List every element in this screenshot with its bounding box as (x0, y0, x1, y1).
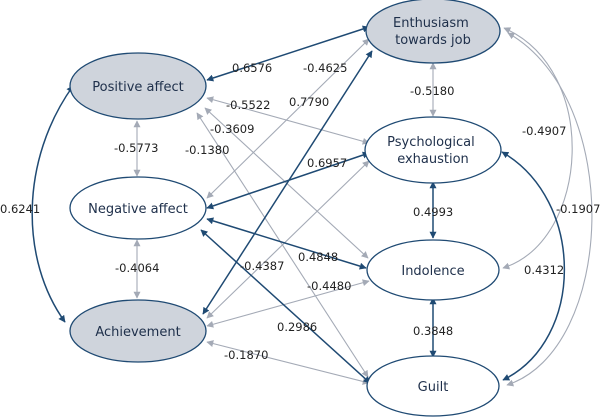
edge-label-pa-ach: 0.6241 (0, 202, 40, 216)
edge-label-exh-gui: 0.4312 (524, 263, 564, 277)
node-indolence-shape (366, 239, 500, 301)
edge-exh-gui (501, 151, 565, 381)
edge-label-pa-exh: -0.5522 (226, 98, 270, 112)
edge-pa-ach (31, 85, 74, 323)
node-positive-affect[interactable]: Positive affect (69, 52, 207, 120)
node-achievement-label: Achievement (95, 325, 180, 340)
node-enthusiasm-label-line1: Enthusiasm (393, 16, 469, 31)
edge-ent-ind (502, 27, 573, 270)
node-negative-affect[interactable]: Negative affect (69, 176, 207, 240)
svg-text:Enthusiasm towards job: Enthusiasm towards job (393, 16, 473, 48)
svg-text:Negative affect: Negative affect (88, 202, 188, 217)
edge-label-na-gui: 0.2986 (277, 320, 317, 334)
edge-label-ent-ind: -0.4907 (522, 124, 566, 138)
nodes-layer: Positive affect Negative affect Achievem… (69, 0, 502, 417)
node-exhaustion-label-line1: Psychological (387, 135, 475, 150)
edge-labels-layer: 0.6576 -0.4625 -0.5522 0.7790 -0.3609 -0… (0, 61, 600, 362)
edges-layer (31, 25, 593, 387)
node-enthusiasm-shape (365, 0, 501, 64)
node-guilt-shape (366, 355, 500, 417)
node-indolence-label: Indolence (401, 264, 464, 279)
edge-label-ach-ent: 0.7790 (289, 95, 329, 109)
node-enthusiasm-label-line2: towards job (395, 33, 471, 48)
node-positive-affect-label: Positive affect (92, 80, 183, 95)
node-psychological-exhaustion[interactable]: Psychological exhaustion (364, 116, 502, 184)
edge-label-pa-gui: -0.1380 (185, 143, 229, 157)
edge-label-pa-na: -0.5773 (114, 141, 158, 155)
edge-label-ach-exh: -0.4387 (240, 259, 284, 273)
svg-text:Indolence: Indolence (401, 264, 464, 279)
edge-label-exh-ind: 0.4993 (413, 205, 453, 219)
edge-label-na-exh: 0.6957 (307, 156, 347, 170)
edge-label-na-ach: -0.4064 (115, 261, 159, 275)
node-guilt[interactable]: Guilt (366, 355, 500, 417)
edge-label-pa-ind: -0.3609 (210, 122, 254, 136)
edge-ent-gui (506, 32, 593, 387)
edge-label-ind-gui: 0.3848 (413, 324, 453, 338)
node-negative-affect-label: Negative affect (88, 202, 188, 217)
node-achievement-shape (69, 299, 207, 363)
node-negative-affect-shape (69, 176, 207, 240)
node-positive-affect-shape (69, 52, 207, 120)
node-enthusiasm[interactable]: Enthusiasm towards job (365, 0, 501, 64)
node-exhaustion-label-line2: exhaustion (397, 152, 469, 167)
edge-label-ent-exh: -0.5180 (410, 84, 454, 98)
edge-label-na-ind: 0.4848 (298, 250, 338, 264)
svg-text:Guilt: Guilt (418, 380, 449, 395)
node-indolence[interactable]: Indolence (366, 239, 500, 301)
edge-ach-ent (202, 50, 373, 315)
node-achievement[interactable]: Achievement (69, 299, 207, 363)
edge-label-ach-ind: -0.4480 (307, 279, 351, 293)
edge-na-ind (206, 217, 367, 270)
svg-text:Achievement: Achievement (95, 325, 180, 340)
edge-label-ent-gui: -0.1907 (556, 202, 600, 216)
edge-label-pa-ent: 0.6576 (232, 61, 272, 75)
node-guilt-label: Guilt (418, 380, 449, 395)
node-exhaustion-shape (364, 116, 502, 184)
svg-text:Positive affect: Positive affect (92, 80, 183, 95)
edge-label-ach-gui: -0.1870 (224, 348, 268, 362)
edge-label-na-ent: -0.4625 (303, 61, 347, 75)
svg-text:Psychological exhausti: Psychological exhaustion (387, 135, 479, 167)
